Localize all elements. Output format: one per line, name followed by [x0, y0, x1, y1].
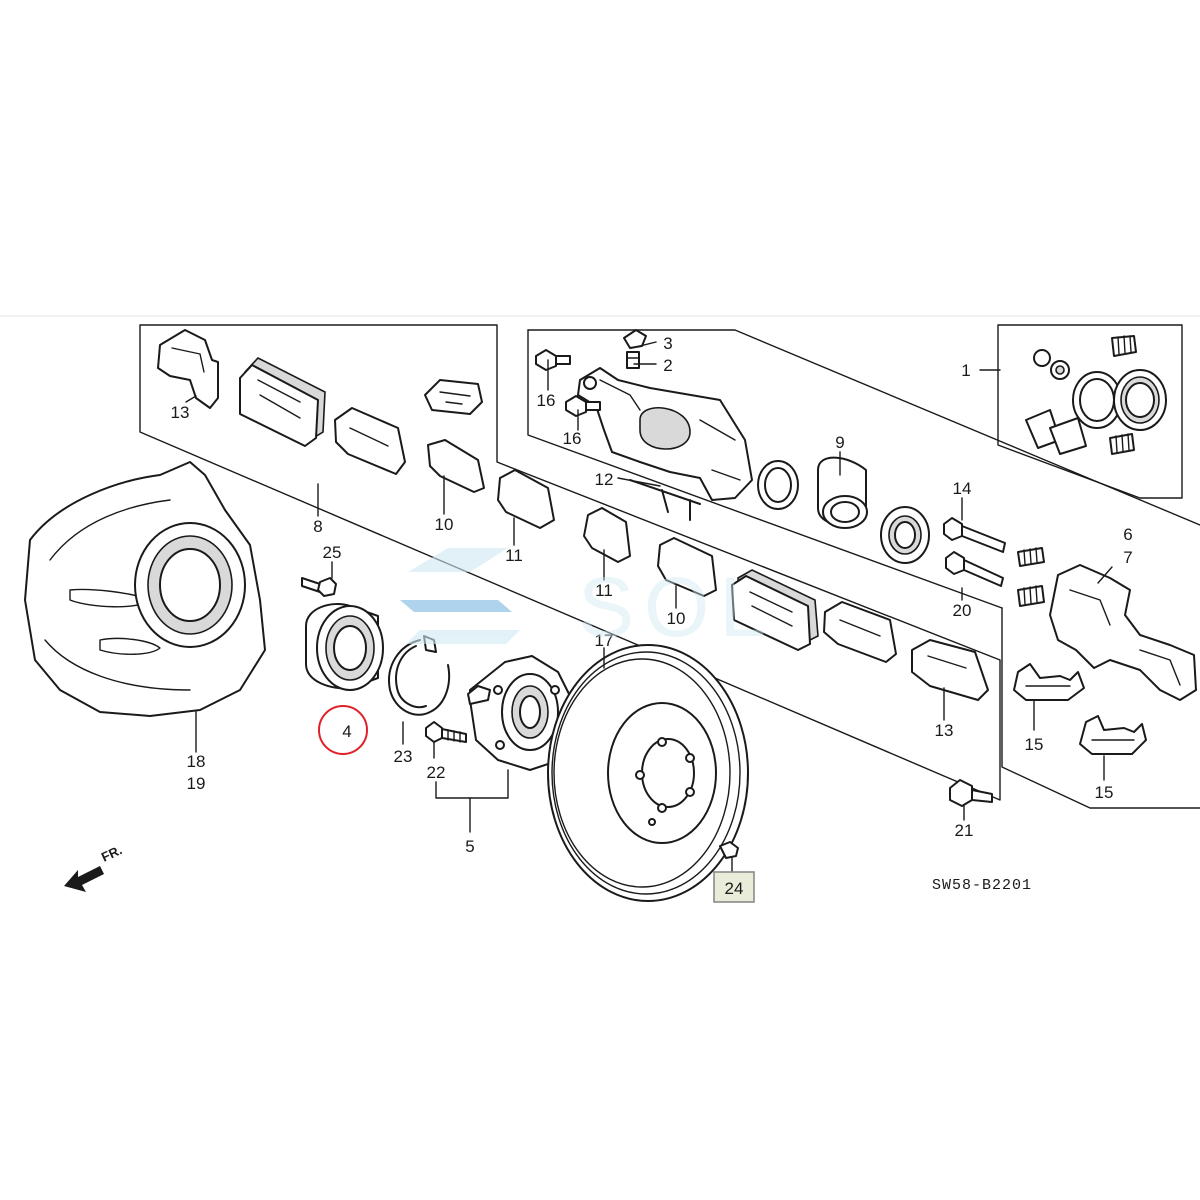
callout-21: 21	[955, 821, 974, 840]
callout-20: 20	[953, 601, 972, 620]
direction-label: FR.	[99, 842, 124, 864]
bleeder-screw	[623, 329, 647, 369]
piston	[817, 456, 868, 529]
callout-4: 4	[342, 722, 351, 741]
wheel-stud-22	[425, 721, 467, 743]
shim-10-lower	[657, 537, 717, 597]
callout-17: 17	[595, 631, 614, 650]
callout-10-lower: 10	[667, 609, 686, 628]
pin-boot-upper	[1017, 547, 1045, 567]
callout-3: 3	[663, 334, 672, 353]
front-direction-arrow: FR.	[64, 842, 124, 892]
shim-lower-right	[823, 601, 897, 663]
pin-boot-lower	[1017, 585, 1045, 607]
callout-9: 9	[835, 433, 844, 452]
callout-15-lower: 15	[1095, 783, 1114, 802]
piston-seal	[757, 460, 799, 510]
callout-22: 22	[427, 763, 446, 782]
callout-13-lower: 13	[935, 721, 954, 740]
guide-pin-14	[943, 517, 1006, 553]
shim-11-upper	[497, 469, 555, 529]
callout-12: 12	[595, 470, 614, 489]
leader-lines	[185, 341, 1113, 875]
brake-disc	[547, 644, 749, 902]
watermark-text: SOL	[578, 560, 776, 654]
callout-23: 23	[394, 747, 413, 766]
callout-24: 24	[725, 879, 744, 898]
caliper-box	[527, 329, 1200, 609]
caliper-body	[577, 367, 753, 501]
callout-15-upper: 15	[1025, 735, 1044, 754]
callout-7: 7	[1123, 548, 1132, 567]
seal-kit-parts	[1025, 335, 1167, 455]
bolt-21	[949, 779, 993, 807]
callout-10-upper: 10	[435, 515, 454, 534]
callout-11-lower: 11	[595, 581, 613, 600]
bracket-box	[1001, 607, 1200, 809]
wheel-hub	[467, 655, 576, 771]
bolt-25	[301, 577, 337, 597]
pad-spring-12	[629, 479, 701, 521]
callout-1: 1	[961, 361, 970, 380]
watermark: SOL	[400, 548, 776, 654]
bolt-16-lower	[565, 395, 601, 417]
callout-25: 25	[323, 543, 342, 562]
guide-pin-20	[945, 551, 1004, 587]
snap-ring	[388, 635, 450, 716]
pad-clip-15-lower	[1079, 715, 1147, 755]
hub-bearing	[305, 603, 384, 691]
callout-8: 8	[313, 517, 322, 536]
callout-18: 18	[187, 752, 206, 771]
callout-16-upper: 16	[537, 391, 556, 410]
dust-boot	[880, 506, 930, 564]
brake-pad-upper	[239, 357, 326, 447]
shim-13-upper	[157, 329, 219, 409]
highlight-ring	[318, 705, 368, 755]
callout-14: 14	[953, 479, 972, 498]
callout-24-box	[713, 871, 755, 903]
clip-upper	[424, 379, 483, 415]
callout-5: 5	[465, 837, 474, 856]
pad-clip-15-upper	[1013, 663, 1085, 701]
callout-2: 2	[663, 356, 672, 375]
callout-labels: 1 2 3 4 5 6 7 8 9 10 10 11 11 12 13 13 1…	[171, 334, 1133, 898]
seal-kit-box	[997, 324, 1183, 499]
callout-13-upper: 13	[171, 403, 190, 422]
bolt-16-upper	[535, 349, 571, 371]
callout-16-lower: 16	[563, 429, 582, 448]
callout-11-upper: 11	[505, 546, 523, 565]
caliper-bracket	[1049, 564, 1197, 701]
brake-pad-lower	[731, 569, 819, 651]
splash-shield	[24, 461, 266, 717]
shim-13-lower	[911, 639, 989, 701]
pad-set-box-front	[139, 324, 1001, 801]
shim-11-lower	[583, 507, 631, 563]
shim-upper-center	[334, 407, 406, 475]
diagram-code: SW58-B2201	[932, 877, 1032, 894]
shim-10-upper	[427, 439, 485, 493]
callout-19: 19	[187, 774, 206, 793]
callout-6: 6	[1123, 525, 1132, 544]
disc-screw-24	[719, 841, 739, 859]
